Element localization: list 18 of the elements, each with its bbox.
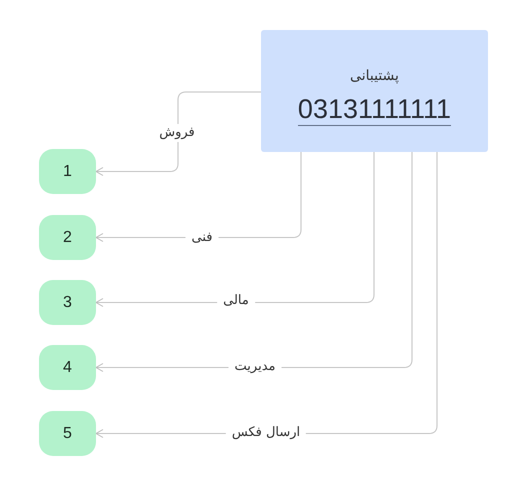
option-number: 1 bbox=[63, 162, 72, 182]
option-number: 4 bbox=[63, 358, 72, 378]
card-title: پشتیبانی bbox=[350, 67, 399, 85]
edge-label: ارسال فکس bbox=[226, 424, 306, 442]
phone-number: 03131111111 bbox=[298, 94, 452, 126]
option-number: 5 bbox=[63, 424, 72, 444]
connector-arrow bbox=[96, 92, 262, 176]
rounded-box bbox=[39, 345, 96, 390]
rounded-box bbox=[39, 215, 96, 260]
connector-arrow bbox=[96, 152, 412, 372]
connector-arrow bbox=[96, 152, 374, 307]
option-number: 3 bbox=[63, 292, 72, 312]
connector-arrow bbox=[96, 152, 302, 242]
contact-card bbox=[261, 30, 488, 152]
rounded-box bbox=[39, 411, 96, 456]
option-number: 2 bbox=[63, 228, 72, 248]
rounded-box bbox=[39, 149, 96, 194]
rounded-box bbox=[39, 280, 96, 325]
